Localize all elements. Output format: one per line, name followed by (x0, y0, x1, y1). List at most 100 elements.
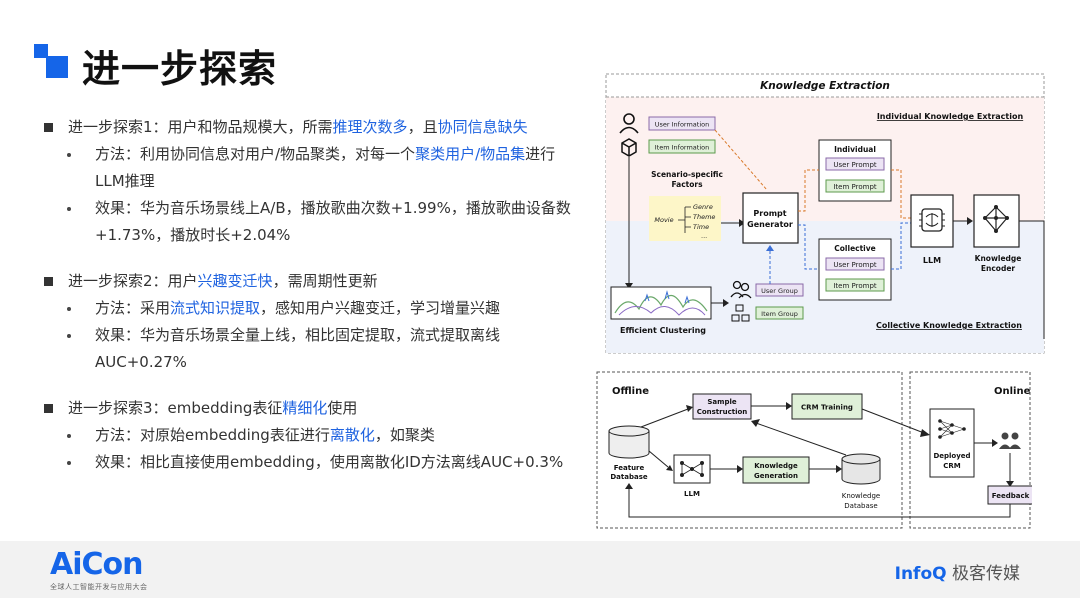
encoder-network-icon (983, 205, 1009, 233)
sample-construction-2: Construction (697, 408, 748, 416)
infoq-cn: 极客传媒 (952, 564, 1020, 584)
llm-label: LLM (923, 256, 941, 265)
user-group-box: User Group (761, 287, 798, 295)
offline-online-diagram: Offline Online Sample Construction CRM T… (596, 371, 1032, 529)
scenario-label-1: Scenario-specific (651, 170, 723, 179)
clustering-label: Efficient Clustering (620, 326, 706, 335)
sub-bullet: 效果：华为音乐场景线上A/B，播放歌曲次数+1.99%，播放歌曲设备数+1.73… (44, 195, 574, 249)
aicon-logo: AiCon (50, 547, 143, 582)
llm-label-2: LLM (684, 490, 700, 498)
dot-bullet-icon (67, 207, 71, 211)
prompt-generator-1: Prompt (753, 209, 786, 218)
user-information-box: User Information (655, 121, 710, 129)
user-icon (619, 113, 639, 134)
highlight-text: 推理次数多 (332, 118, 408, 136)
text-run: 进一步探索2：用户 (68, 272, 198, 290)
collective-user-prompt: User Prompt (833, 261, 877, 269)
infoq-logo: InfoQ 极客传媒 (895, 559, 1020, 584)
highlight-text: 流式知识提取 (170, 299, 261, 317)
collective-extraction-label: Collective Knowledge Extraction (876, 321, 1022, 330)
sub-bullet: 方法：采用流式知识提取，感知用户兴趣变迁，学习增量兴趣 (44, 295, 574, 322)
text-run: 进一步探索1：用户和物品规模大，所需 (68, 118, 333, 136)
main-bullet: 进一步探索1：用户和物品规模大，所需推理次数多，且协同信息缺失 (44, 114, 574, 141)
dot-bullet-icon (67, 334, 71, 338)
text-run: ，需周期性更新 (272, 272, 378, 290)
text-run: 效果：华为音乐场景全量上线，相比固定提取，流式提取离线AUC+0.27% (95, 326, 501, 371)
time-label: Time (693, 223, 709, 231)
sample-construction-1: Sample (707, 398, 736, 406)
deployed-crm-2: CRM (943, 462, 961, 470)
encoder-label-1: Knowledge (975, 254, 1022, 263)
text-run: ，如聚类 (374, 426, 435, 444)
feature-database-1: Feature (614, 464, 645, 472)
llm-network-icon (680, 461, 704, 477)
highlight-text: 聚类用户/物品集 (415, 145, 526, 163)
text-run: 进行LLM推理 (95, 145, 556, 190)
knowledge-generation-1: Knowledge (754, 462, 798, 470)
knowledge-generation-2: Generation (754, 472, 798, 480)
individual-label: Individual (834, 145, 876, 154)
title-squares-icon (34, 44, 68, 78)
text-run: 方法：对原始embedding表征进行 (95, 426, 330, 444)
text-run: ，且 (407, 118, 438, 136)
theme-label: Theme (693, 213, 715, 221)
square-bullet-icon (44, 277, 53, 286)
item-group-box: Item Group (761, 310, 798, 318)
individual-extraction-label: Individual Knowledge Extraction (877, 112, 1024, 121)
deployed-crm-1: Deployed (933, 452, 970, 460)
item-group-icon (731, 304, 750, 322)
collective-item-prompt: Item Prompt (833, 282, 877, 290)
text-run: 效果：华为音乐场景线上A/B，播放歌曲次数+1.99%，播放歌曲设备数+1.73… (95, 199, 571, 244)
feature-database-icon (608, 425, 650, 459)
highlight-text: 协同信息缺失 (437, 118, 528, 136)
main-bullet: 进一步探索3：embedding表征精细化使用 (44, 395, 574, 422)
infoq-brand: InfoQ (894, 564, 947, 584)
square-bullet-icon (44, 123, 53, 132)
crm-training-box: CRM Training (801, 404, 853, 412)
main-bullet: 进一步探索2：用户兴趣变迁快，需周期性更新 (44, 268, 574, 295)
individual-user-prompt: User Prompt (833, 161, 877, 169)
aicon-subtitle: 全球人工智能开发与应用大会 (50, 583, 148, 591)
text-run: 方法：采用 (95, 299, 171, 317)
encoder-label-2: Encoder (981, 264, 1016, 273)
sub-bullet: 效果：相比直接使用embedding，使用离散化ID方法离线AUC+0.3% (44, 449, 574, 476)
knowledge-extraction-diagram: Knowledge Extraction Individual Knowledg… (605, 73, 1045, 354)
feedback-box: Feedback (992, 492, 1030, 500)
text-run: ，感知用户兴趣变迁，学习增量兴趣 (260, 299, 501, 317)
text-run: 进一步探索3：embedding表征 (68, 399, 283, 417)
square-bullet-icon (44, 404, 53, 413)
dot-bullet-icon (67, 307, 71, 311)
individual-item-prompt: Item Prompt (833, 183, 877, 191)
footer: AiCon 全球人工智能开发与应用大会 InfoQ 极客传媒 (0, 541, 1080, 598)
highlight-text: 兴趣变迁快 (197, 272, 273, 290)
movie-label: Movie (654, 216, 673, 224)
scenario-label-2: Factors (671, 180, 703, 189)
item-information-box: Item Information (655, 144, 710, 152)
sub-bullet: 效果：华为音乐场景全量上线，相比固定提取，流式提取离线AUC+0.27% (44, 322, 574, 376)
prompt-generator-2: Generator (747, 220, 793, 229)
text-run: 使用 (327, 399, 358, 417)
item-box-icon (621, 138, 637, 157)
ke-title: Knowledge Extraction (760, 80, 890, 92)
offline-label: Offline (612, 386, 649, 397)
text-run: 效果：相比直接使用embedding，使用离散化ID方法离线AUC+0.3% (95, 453, 564, 471)
page-title: 进一步探索 (82, 47, 278, 91)
knowledge-database-2: Database (844, 502, 877, 510)
user-group-icon (730, 280, 752, 299)
genre-label: Genre (693, 203, 713, 211)
deployed-crm-network-icon (938, 419, 966, 439)
bullet-content: 进一步探索1：用户和物品规模大，所需推理次数多，且协同信息缺失方法：利用协同信息… (44, 114, 574, 476)
sub-bullet: 方法：利用协同信息对用户/物品聚类，对每一个聚类用户/物品集进行LLM推理 (44, 141, 574, 195)
sub-bullet: 方法：对原始embedding表征进行离散化，如聚类 (44, 422, 574, 449)
dot-bullet-icon (67, 153, 71, 157)
knowledge-database-1: Knowledge (842, 492, 880, 500)
text-run: 方法：利用协同信息对用户/物品聚类，对每一个 (95, 145, 416, 163)
highlight-text: 离散化 (329, 426, 375, 444)
feature-database-2: Database (610, 473, 648, 481)
highlight-text: 精细化 (282, 399, 328, 417)
collective-label: Collective (834, 244, 875, 253)
llm-chip-icon (919, 208, 945, 232)
dot-bullet-icon (67, 461, 71, 465)
factor-ellipsis: ... (701, 232, 707, 240)
dot-bullet-icon (67, 434, 71, 438)
